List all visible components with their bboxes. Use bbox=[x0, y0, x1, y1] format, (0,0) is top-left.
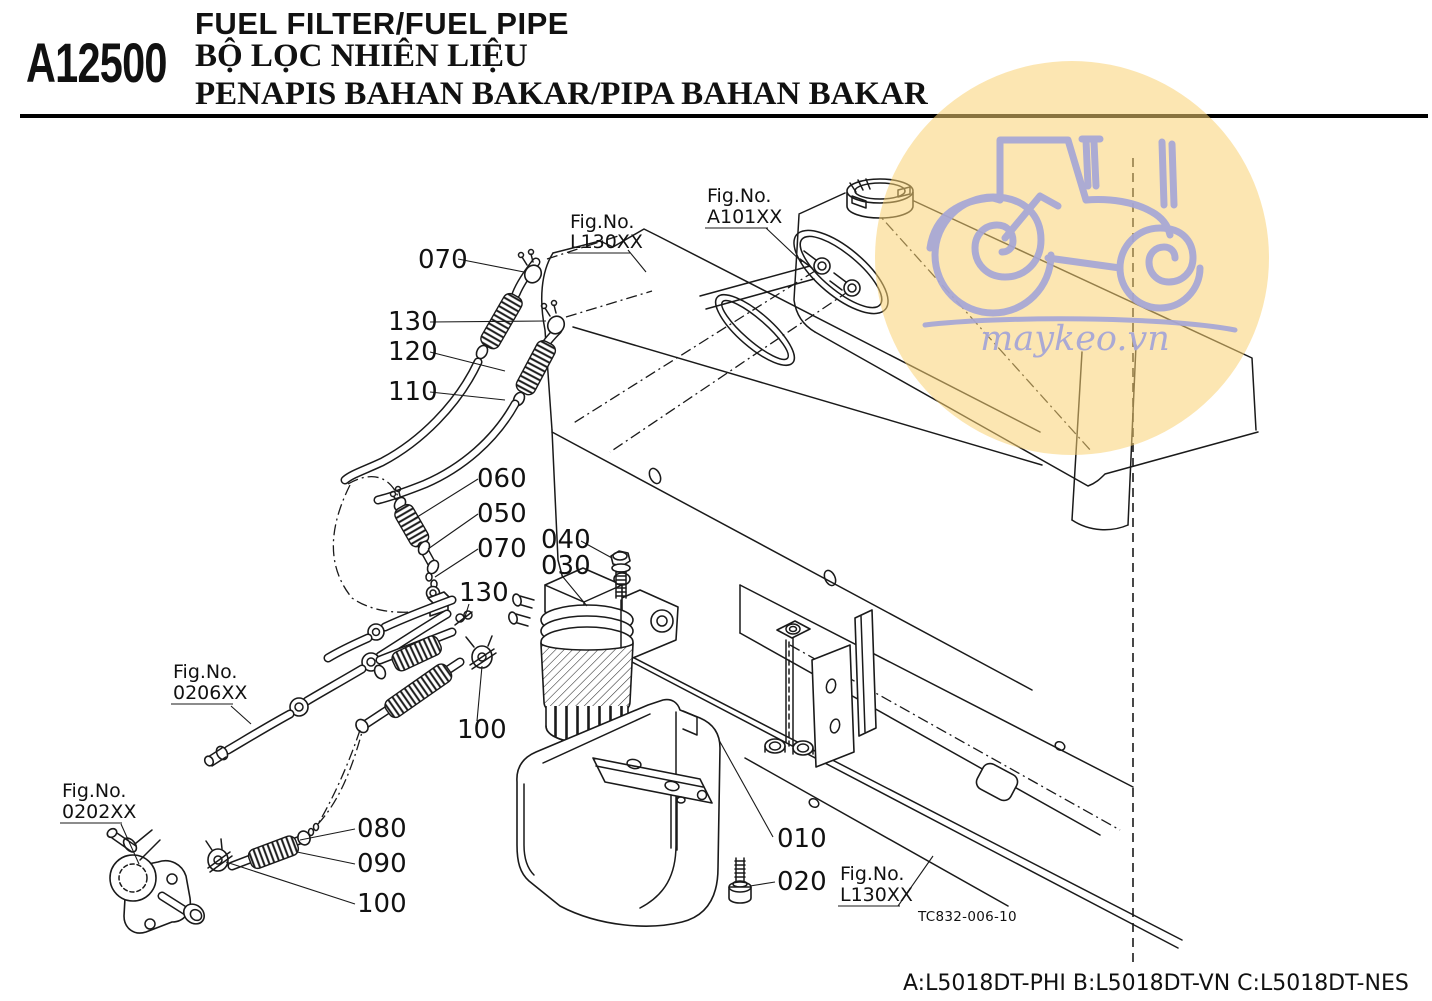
fuel-hose-upper bbox=[340, 248, 543, 485]
pump-plunger bbox=[157, 891, 206, 925]
hex-nut-icon bbox=[764, 738, 786, 754]
chassis-side-panel bbox=[541, 228, 1183, 949]
fig-ref-prefix: Fig.No. bbox=[707, 185, 771, 207]
watermark: maykeo.vn bbox=[875, 61, 1269, 455]
fig-ref-code: L130XX bbox=[840, 884, 913, 906]
callout-060: 060 bbox=[477, 464, 527, 494]
fig-ref-panel-top: Fig.No. L130XX bbox=[568, 211, 643, 254]
callout-050: 050 bbox=[477, 499, 527, 529]
fuel-hose-lower bbox=[332, 299, 566, 613]
fig-ref-prefix: Fig.No. bbox=[173, 661, 237, 683]
callout-040: 040 bbox=[541, 525, 591, 555]
callout-010: 010 bbox=[777, 824, 827, 854]
fuel-filter-assembly bbox=[508, 550, 679, 744]
pump-hose bbox=[227, 731, 363, 871]
model-applicability: A:L5018DT-PHI B:L5018DT-VN C:L5018DT-NES bbox=[903, 971, 1409, 996]
fig-ref-code: 0206XX bbox=[173, 682, 247, 704]
callout-070-mid: 070 bbox=[477, 534, 527, 564]
callout-020: 020 bbox=[777, 867, 827, 897]
fuel-feed-pump bbox=[106, 827, 206, 934]
callout-130-top: 130 bbox=[388, 307, 438, 337]
fig-ref-code: L130XX bbox=[570, 231, 643, 253]
fig-ref-prefix: Fig.No. bbox=[62, 780, 126, 802]
callout-110: 110 bbox=[388, 377, 438, 407]
fig-ref-code: 0202XX bbox=[62, 801, 136, 823]
section-code: A12500 bbox=[26, 31, 167, 94]
callout-120: 120 bbox=[388, 337, 438, 367]
page-title-ms: PENAPIS BAHAN BAKAR/PIPA BAHAN BAKAR bbox=[195, 76, 928, 112]
page-title-vi: BỘ LỌC NHIÊN LIỆU bbox=[195, 38, 528, 74]
hose-clamp-icon bbox=[517, 248, 543, 284]
fig-ref-prefix: Fig.No. bbox=[570, 211, 634, 233]
spring-hose-lower bbox=[317, 657, 465, 825]
fig-ref-code: A101XX bbox=[707, 206, 782, 228]
fig-ref-tank: Fig.No. A101XX bbox=[705, 185, 782, 229]
mud-guard-cover bbox=[516, 698, 721, 927]
hose-clamp-icon bbox=[540, 299, 566, 335]
figure-references: Fig.No. L130XX Fig.No. A101XX Fig.No. 02… bbox=[60, 185, 913, 907]
fig-ref-frame: Fig.No. L130XX bbox=[838, 863, 913, 907]
drain-bolt-icon bbox=[728, 857, 752, 904]
cover-bracket-plate bbox=[592, 757, 713, 851]
hex-nut-icon bbox=[792, 740, 814, 756]
wire-clip-icon bbox=[454, 610, 473, 626]
tractor-watermark-icon bbox=[922, 135, 1238, 333]
callout-100-mid: 100 bbox=[457, 715, 507, 745]
fig-ref-pump: Fig.No. 0202XX bbox=[60, 780, 136, 824]
drawing-code: TC832-006-10 bbox=[917, 909, 1017, 925]
panel-slot-hole bbox=[714, 294, 796, 366]
hose-clamp-icon bbox=[205, 838, 233, 873]
watermark-text: maykeo.vn bbox=[980, 319, 1170, 359]
callout-labels: 070 130 120 110 060 050 070 130 040 030 … bbox=[357, 245, 827, 919]
hose-clamp-icon bbox=[465, 635, 497, 670]
support-bracket bbox=[764, 609, 877, 768]
fig-ref-pipes: Fig.No. 0206XX bbox=[171, 661, 247, 705]
fig-ref-prefix: Fig.No. bbox=[840, 863, 904, 885]
callout-070-top: 070 bbox=[418, 245, 468, 275]
callout-090: 090 bbox=[357, 849, 407, 879]
callout-030: 030 bbox=[541, 551, 591, 581]
leader-lines bbox=[120, 227, 934, 907]
mounting-bolt-icon bbox=[610, 550, 631, 649]
page-title-en: FUEL FILTER/FUEL PIPE bbox=[195, 6, 569, 41]
fuel-hose-joint bbox=[389, 485, 453, 617]
spring-hose-upper bbox=[373, 627, 457, 680]
callout-100-bottom: 100 bbox=[357, 889, 407, 919]
callout-130-mid: 130 bbox=[459, 578, 509, 608]
callout-080: 080 bbox=[357, 814, 407, 844]
fuel-pipe-assembly bbox=[203, 595, 457, 767]
header-rule bbox=[20, 114, 1428, 118]
